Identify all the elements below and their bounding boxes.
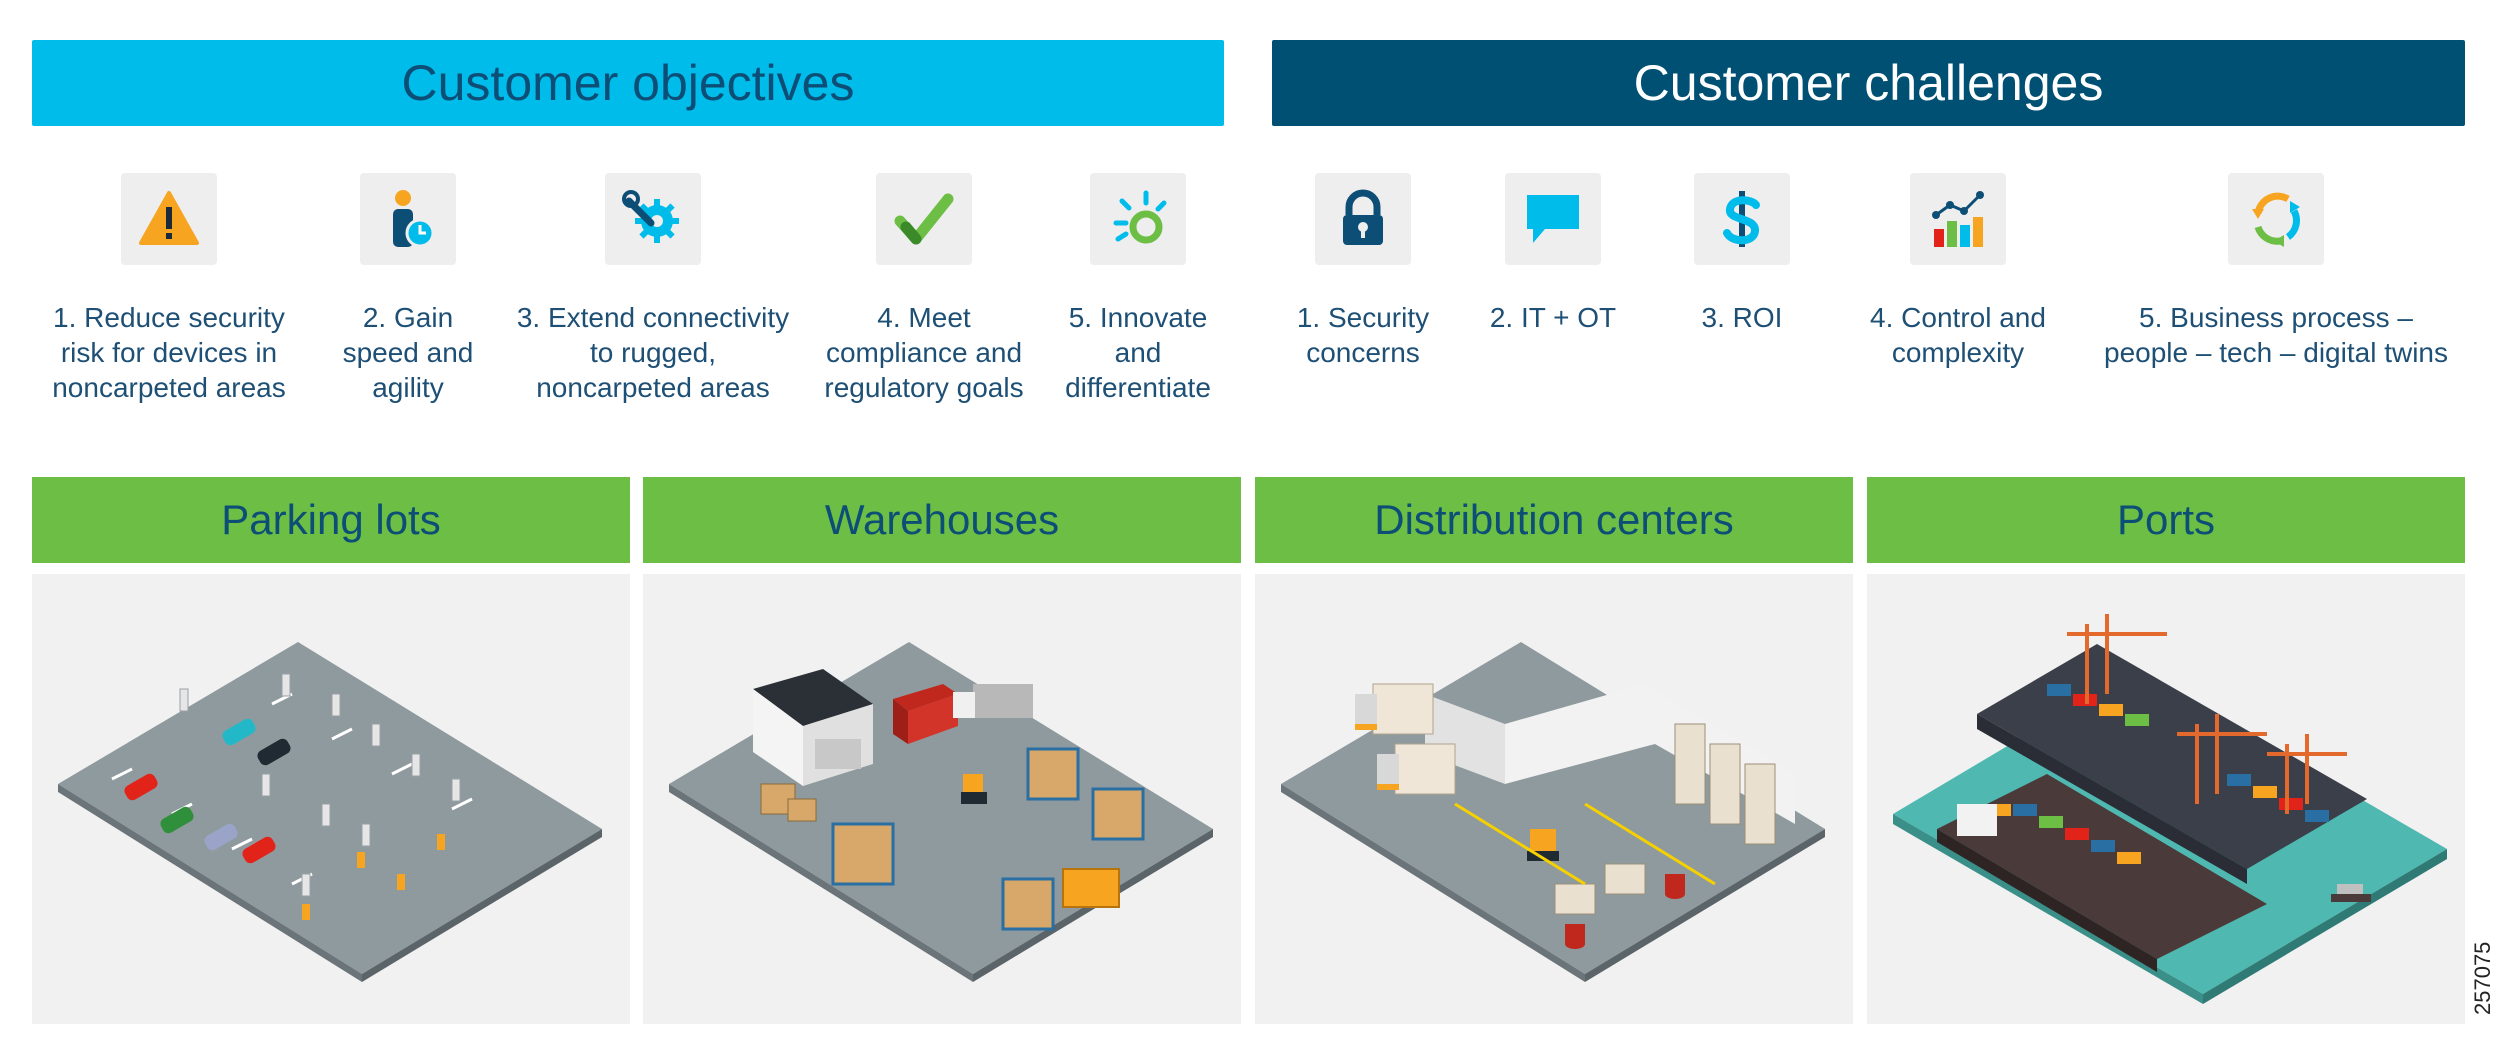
objective-label-4: 4. Meet compliance and regulatory goals [824, 302, 1024, 403]
customer-challenges-banner: Customer challenges [1272, 40, 2465, 126]
warning-icon [121, 173, 217, 265]
section-title: Parking lots [221, 496, 441, 543]
customer-challenges-title: Customer challenges [1633, 55, 2104, 111]
challenge-label-3: 3. ROI [1701, 302, 1783, 333]
parking-lot-illustration [32, 574, 630, 1024]
section-title: Distribution centers [1374, 496, 1734, 543]
section-header-ports: Ports [1867, 477, 2465, 563]
objective-label-1: 1. Reduce security risk for devices in n… [52, 302, 286, 403]
wrench-gear-icon [605, 173, 701, 265]
section-title: Ports [2116, 496, 2216, 543]
chat-bubble-icon [1505, 173, 1601, 265]
person-clock-icon [360, 173, 456, 265]
warehouse-illustration [643, 574, 1241, 1024]
challenge-label-1: 1. Security concerns [1296, 302, 1430, 368]
checkmark-icon [876, 173, 972, 265]
customer-objectives-banner: Customer objectives [32, 40, 1224, 126]
objective-label-3: 3. Extend connectivity to rugged, noncar… [516, 302, 790, 403]
section-header-distribution-centers: Distribution centers [1255, 477, 1853, 563]
challenge-label-2: 2. IT + OT [1489, 302, 1617, 333]
port-illustration [1867, 574, 2465, 1024]
lock-icon [1315, 173, 1411, 265]
customer-objectives-title: Customer objectives [401, 55, 855, 111]
objective-label-2: 2. Gain speed and agility [342, 302, 474, 403]
distribution-center-illustration [1255, 574, 1853, 1024]
sparkle-ring-icon [1090, 173, 1186, 265]
objective-label-5: 5. Innovate and differentiate [1065, 302, 1211, 403]
cycle-arrows-icon [2228, 173, 2324, 265]
section-header-parking-lots: Parking lots [32, 477, 630, 563]
figure-id: 257075 [2470, 941, 2495, 1015]
dollar-icon [1694, 173, 1790, 265]
bar-chart-icon [1910, 173, 2006, 265]
challenge-label-5: 5. Business process – people – tech – di… [2104, 302, 2448, 368]
section-title: Warehouses [824, 496, 1060, 543]
section-header-warehouses: Warehouses [643, 477, 1241, 563]
challenge-label-4: 4. Control and complexity [1870, 302, 2046, 368]
